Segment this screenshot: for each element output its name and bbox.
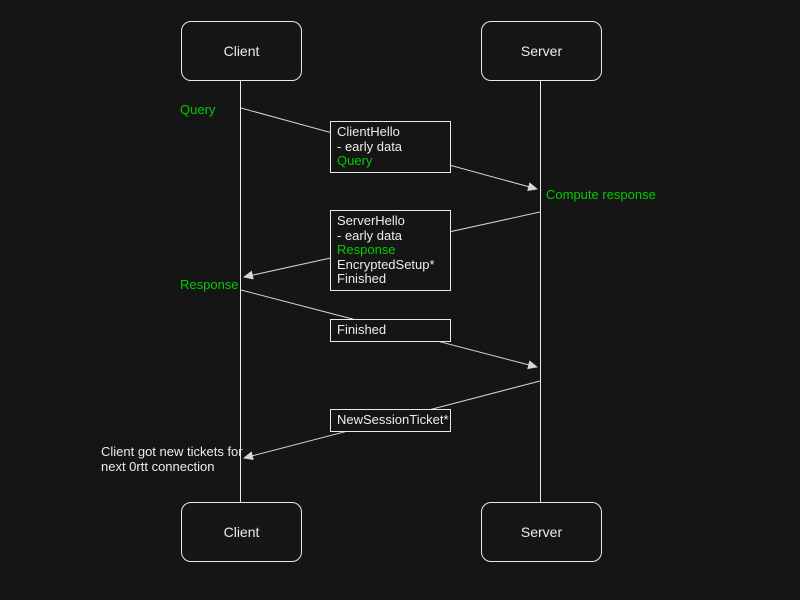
message-line: Query (337, 153, 373, 168)
message-newsessionticket: NewSessionTicket* (330, 409, 451, 432)
actor-label: Client (223, 524, 260, 540)
actor-client-top: Client (181, 21, 302, 81)
annotation-new-tickets-note: Client got new tickets for next 0rtt con… (101, 444, 243, 474)
message-line: - early data (337, 138, 403, 154)
message-serverhello: ServerHello - early data Response Encryp… (330, 210, 451, 291)
message-line: ServerHello (337, 213, 405, 228)
message-line: NewSessionTicket* (337, 412, 449, 427)
message-line: - early data (337, 227, 403, 243)
message-line: Finished (337, 322, 387, 337)
actor-label: Server (520, 43, 563, 59)
message-finished: Finished (330, 319, 451, 342)
actor-server-top: Server (481, 21, 602, 81)
annotation-query: Query (180, 102, 216, 117)
actor-label: Server (520, 524, 563, 540)
annotation-compute-response: Compute response (546, 187, 656, 202)
actor-server-bottom: Server (481, 502, 602, 562)
actor-label: Client (223, 43, 260, 59)
annotation-response: Response (180, 277, 239, 292)
message-line: Finished (337, 271, 387, 286)
message-line: EncryptedSetup* (337, 256, 435, 272)
note-line-2: next 0rtt connection (101, 459, 215, 474)
message-line: Response (337, 242, 396, 257)
message-line: ClientHello (337, 124, 400, 139)
message-clienthello: ClientHello - early data Query (330, 121, 451, 173)
note-line-1: Client got new tickets for (101, 444, 243, 459)
actor-client-bottom: Client (181, 502, 302, 562)
